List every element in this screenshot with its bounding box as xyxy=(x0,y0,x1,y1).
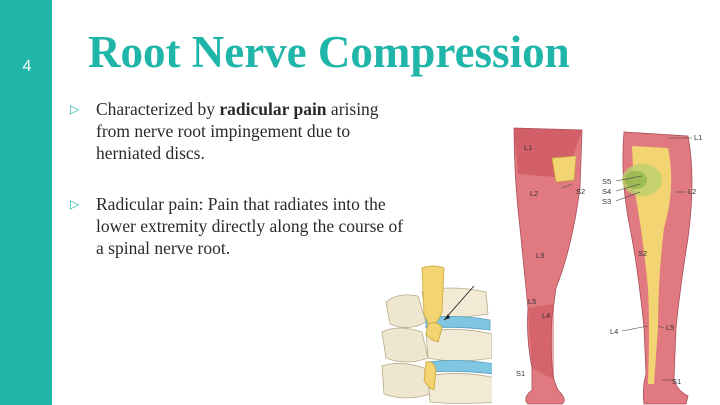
dermatome-label: S5 xyxy=(602,177,611,186)
dermatome-label: L1 xyxy=(524,143,532,152)
dermatome-label: L4 xyxy=(542,311,550,320)
dermatome-label: S2 xyxy=(638,249,647,258)
spine-illustration xyxy=(378,262,508,405)
bullet-text: Radicular pain: Pain that radiates into … xyxy=(96,194,404,258)
bullet-marker-icon: ▷ xyxy=(70,102,80,116)
dermatome-label: L1 xyxy=(694,133,702,142)
dermatome-legs-illustration: L1 L2 L3 L5 L4 S1 S2 L1 S5 S4 S3 L2 S2 L… xyxy=(492,118,720,405)
dermatome-label: S1 xyxy=(516,369,525,378)
dermatome-label: L5 xyxy=(666,323,674,332)
bullet-text: arising from nerve root impingement due … xyxy=(96,99,379,163)
bullet-text: Characterized by xyxy=(96,99,220,119)
dermatome-label: S1 xyxy=(672,377,681,386)
slide-number: 4 xyxy=(22,58,32,75)
bullet-bold-text: radicular pain xyxy=(219,99,327,119)
dermatome-label: L5 xyxy=(528,297,536,306)
dermatome-label: L4 xyxy=(610,327,618,336)
accent-sidebar xyxy=(0,0,52,405)
dermatome-label: S2 xyxy=(576,187,585,196)
bullet-list: ▷ Characterized by radicular pain arisin… xyxy=(68,98,408,288)
slide-title: Root Nerve Compression xyxy=(88,27,570,77)
dermatome-label: S3 xyxy=(602,197,611,206)
dermatome-label: L3 xyxy=(536,251,544,260)
bullet-item-1: ▷ Characterized by radicular pain arisin… xyxy=(68,98,408,164)
dermatome-label: L2 xyxy=(530,189,538,198)
dermatome-label: S4 xyxy=(602,187,611,196)
bullet-marker-icon: ▷ xyxy=(70,197,80,211)
bullet-item-2: ▷ Radicular pain: Pain that radiates int… xyxy=(68,193,408,259)
dermatome-label: L2 xyxy=(688,187,696,196)
